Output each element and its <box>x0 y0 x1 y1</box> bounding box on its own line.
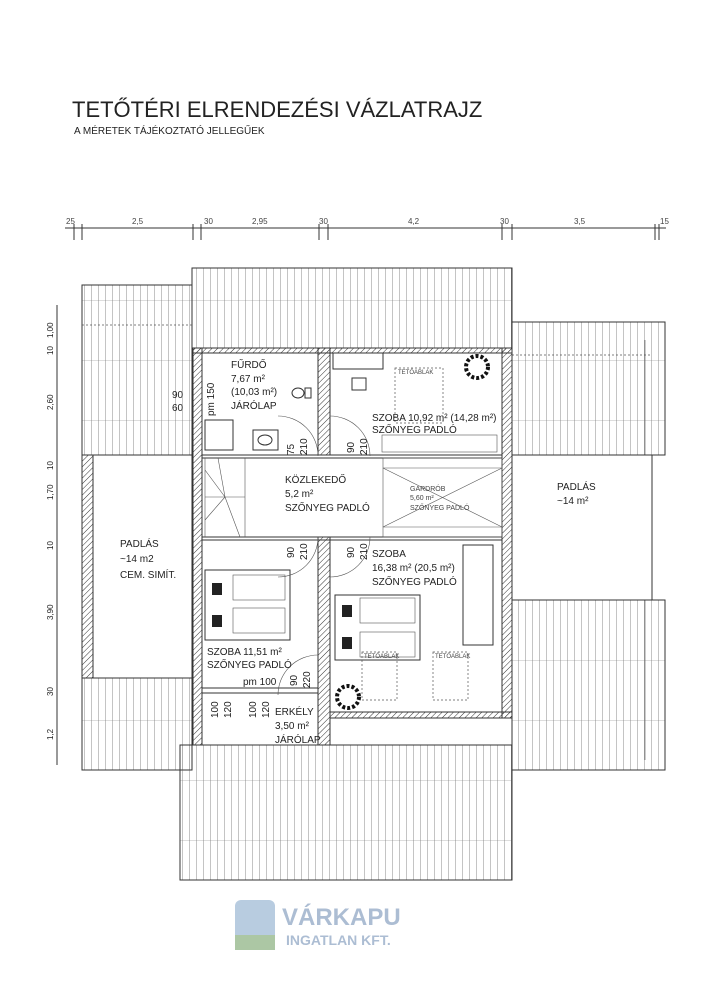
skylight-label: TETŐABLAK <box>398 369 433 376</box>
top-dimension-line: 25 2,5 30 2,95 30 4,2 30 3,5 15 <box>65 217 669 240</box>
window-parapet: pm 150 <box>206 382 217 416</box>
room-padlas-right: PADLÁS ~14 m² <box>557 480 596 507</box>
dim-top: 15 <box>660 217 669 226</box>
room-gross-area: (10,03 m²) <box>231 387 277 398</box>
room-floor: SZŐNYEG PADLÓ <box>285 500 370 514</box>
dim-top: 25 <box>66 217 75 226</box>
attic-left <box>92 454 193 679</box>
room-floor: SZŐNYEG PADLÓ <box>372 574 457 588</box>
dim-left: 10 <box>46 541 55 550</box>
balcony-dim: 120 <box>261 701 272 718</box>
room-area: 5,60 m² <box>410 495 434 502</box>
room-floor: JÁRÓLAP <box>231 399 277 412</box>
dim-left: 2,60 <box>46 394 55 410</box>
room-gardrob: GARDRÓB 5,60 m² SZŐNYEG PADLÓ <box>410 484 470 512</box>
plan-subtitle: A MÉRETEK TÁJÉKOZTATÓ JELLEGŰEK <box>74 123 265 137</box>
room-name: FŰRDŐ <box>231 357 267 371</box>
room-padlas-left: PADLÁS ~14 m2 CEM. SIMÍT. <box>120 537 176 581</box>
opening-labels: 90 60 pm 150 75 210 90 210 90 210 90 210… <box>172 382 370 718</box>
room-name: PADLÁS <box>557 480 596 493</box>
room-furdo: FŰRDŐ 7,67 m² (10,03 m²) JÁRÓLAP <box>231 357 277 412</box>
door-height: 220 <box>302 671 313 688</box>
room-kozlekedo: KÖZLEKEDŐ 5,2 m² SZŐNYEG PADLÓ <box>285 472 370 514</box>
room-area: 16,38 m² (20,5 m²) <box>372 563 455 574</box>
room-name: KÖZLEKEDŐ <box>285 472 346 486</box>
room-floor: JÁRÓLAP <box>275 733 321 746</box>
room-name: ERKÉLY <box>275 705 314 718</box>
skylight-label: TETŐABLAK <box>435 653 470 660</box>
dim-left: 1,70 <box>46 484 55 500</box>
room-floor: SZŐNYEG PADLÓ <box>410 503 470 512</box>
dim-left: 3,90 <box>46 604 55 620</box>
attic-wall <box>81 454 94 679</box>
room-area: ~14 m2 <box>120 554 154 565</box>
balcony-dim: 100 <box>248 701 259 718</box>
dim-left: 30 <box>46 687 55 696</box>
watermark-logo: VÁRKAPU INGATLAN KFT. <box>235 900 401 950</box>
dim-top: 2,5 <box>132 217 144 226</box>
door-height: 210 <box>359 438 370 455</box>
room-floor: SZŐNYEG PADLÓ <box>207 657 292 671</box>
door-width: 90 <box>346 546 357 558</box>
room-name: SZOBA 10,92 m² (14,28 m²) <box>372 413 497 424</box>
dim-top: 30 <box>500 217 509 226</box>
dim-top: 4,2 <box>408 217 420 226</box>
watermark-name: VÁRKAPU <box>282 903 401 931</box>
room-szoba-3: SZOBA 11,51 m² SZŐNYEG PADLÓ <box>207 647 292 671</box>
dim-top: 30 <box>319 217 328 226</box>
room-area: ~14 m² <box>557 496 589 507</box>
balcony-dim: 100 <box>210 701 221 718</box>
room-name: PADLÁS <box>120 537 159 550</box>
dim-left: 1,00 <box>46 322 55 338</box>
balcony-door-parapet: pm 100 <box>243 677 277 688</box>
attic-right <box>511 454 653 601</box>
door-width: 90 <box>286 546 297 558</box>
walls <box>192 347 513 746</box>
dim-left: 10 <box>46 346 55 355</box>
room-szoba-2: SZOBA 16,38 m² (20,5 m²) SZŐNYEG PADLÓ <box>372 549 457 588</box>
left-dimension-line: 1,00 10 2,60 10 1,70 10 3,90 30 1,2 <box>46 305 58 765</box>
plan-title: TETŐTÉRI ELRENDEZÉSI VÁZLATRAJZ <box>72 97 482 122</box>
window-width: 90 <box>172 390 184 401</box>
watermark-company: INGATLAN KFT. <box>286 932 391 948</box>
door-height: 210 <box>299 543 310 560</box>
dim-left: 10 <box>46 461 55 470</box>
room-name: GARDRÓB <box>410 484 446 493</box>
room-area: 7,67 m² <box>231 374 266 385</box>
room-name: SZOBA <box>372 549 406 560</box>
room-name: SZOBA 11,51 m² <box>207 647 283 658</box>
dim-left: 1,2 <box>46 728 55 740</box>
door-width: 75 <box>286 443 297 455</box>
room-erkely: ERKÉLY 3,50 m² JÁRÓLAP <box>275 705 321 746</box>
room-area: 3,50 m² <box>275 721 310 732</box>
dim-top: 30 <box>204 217 213 226</box>
door-width: 90 <box>346 441 357 453</box>
window-height: 60 <box>172 403 184 414</box>
room-area: 5,2 m² <box>285 489 314 500</box>
door-height: 210 <box>359 543 370 560</box>
door-height: 210 <box>299 438 310 455</box>
skylight-label: TETŐABLAK <box>364 653 399 660</box>
room-szoba-1: SZOBA 10,92 m² (14,28 m²) SZŐNYEG PADLÓ <box>372 413 497 436</box>
fixtures <box>204 352 503 710</box>
door-width: 90 <box>289 674 300 686</box>
dim-top: 2,95 <box>252 217 268 226</box>
room-floor: SZŐNYEG PADLÓ <box>372 422 457 436</box>
dim-top: 3,5 <box>574 217 586 226</box>
balcony-dim: 120 <box>223 701 234 718</box>
room-floor: CEM. SIMÍT. <box>120 568 176 581</box>
